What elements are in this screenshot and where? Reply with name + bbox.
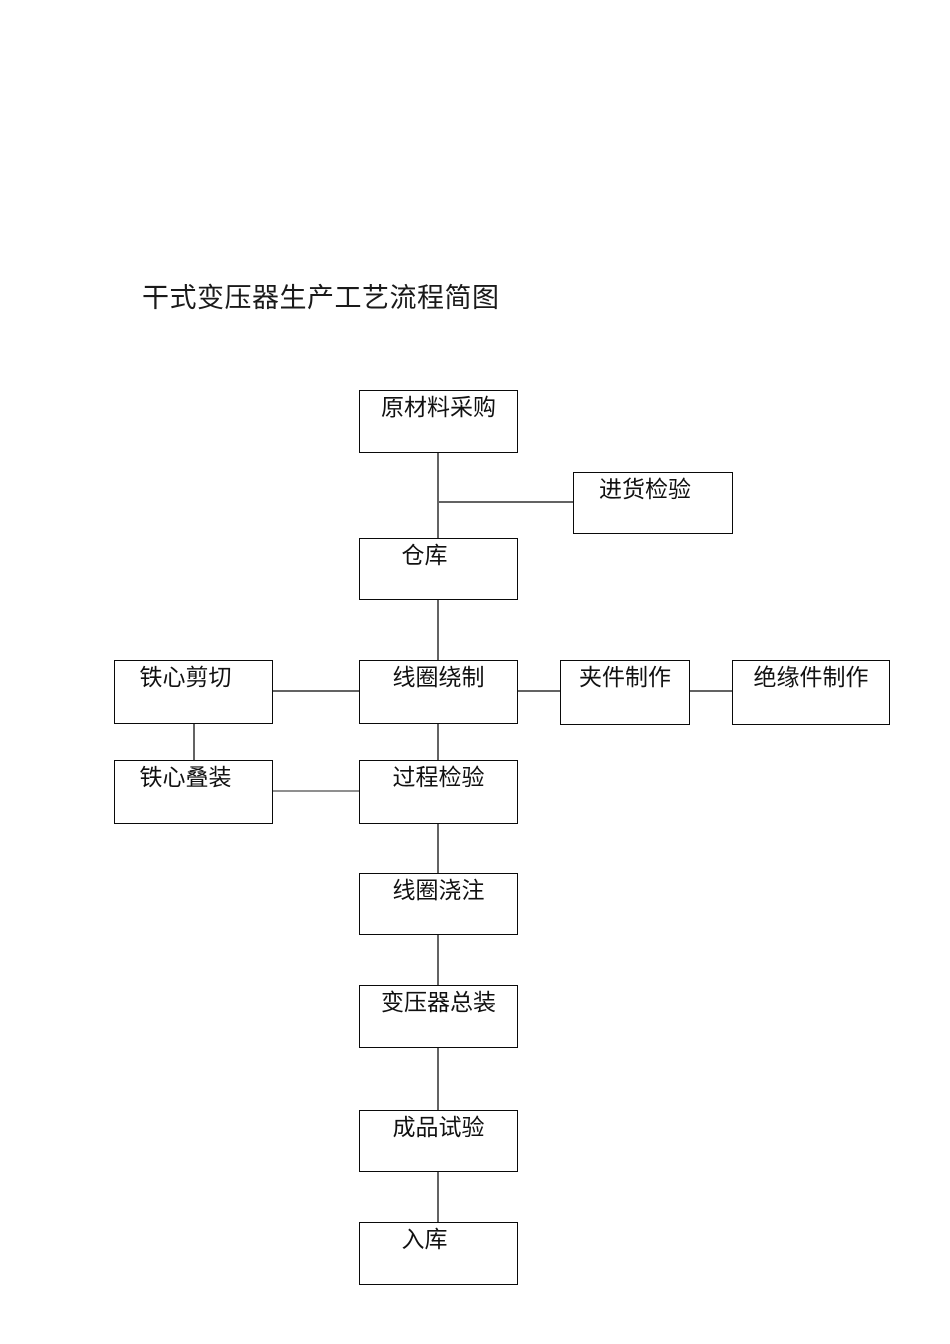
page-title: 干式变压器生产工艺流程简图 (142, 283, 500, 313)
node-label: 铁心叠装 (139, 764, 232, 790)
connector-coil-casting-to-assembly (437, 934, 439, 987)
connector-core-stacking-to-process-inspection (272, 790, 361, 792)
node-label: 铁心剪切 (139, 664, 232, 690)
connector-core-shearing-to-core-stacking (193, 723, 195, 762)
node-label: 线圈绕制 (392, 664, 485, 690)
connector-trunk-to-incoming-inspection (437, 501, 575, 503)
connector-coil-winding-to-clamp (517, 690, 562, 692)
node-label: 原材料采购 (381, 394, 496, 420)
node-label: 线圈浇注 (392, 877, 485, 903)
node-clamp-fabrication[interactable]: 夹件制作 (560, 660, 690, 725)
node-coil-casting[interactable]: 线圈浇注 (359, 873, 518, 935)
node-label: 成品试验 (392, 1114, 485, 1140)
connector-assembly-to-finished-test (437, 1047, 439, 1112)
connector-finished-test-to-storage (437, 1171, 439, 1224)
node-label: 入库 (401, 1226, 448, 1252)
node-core-stacking[interactable]: 铁心叠装 (114, 760, 273, 824)
node-raw-material-purchase[interactable]: 原材料采购 (359, 390, 518, 453)
connector-process-inspection-to-coil-casting (437, 823, 439, 875)
node-coil-winding[interactable]: 线圈绕制 (359, 660, 518, 724)
node-storage-in[interactable]: 入库 (359, 1222, 518, 1285)
node-incoming-inspection[interactable]: 进货检验 (573, 472, 733, 534)
node-label: 仓库 (401, 542, 448, 568)
node-transformer-assembly[interactable]: 变压器总装 (359, 985, 518, 1048)
connector-warehouse-to-coil-winding (437, 599, 439, 662)
node-label: 过程检验 (392, 764, 485, 790)
connector-clamp-to-insulation (689, 690, 734, 692)
node-label: 夹件制作 (579, 664, 671, 690)
node-label: 进货检验 (599, 476, 691, 502)
node-finished-product-test[interactable]: 成品试验 (359, 1110, 518, 1172)
node-warehouse[interactable]: 仓库 (359, 538, 518, 600)
connector-core-shearing-to-coil-winding (272, 690, 361, 692)
node-insulation-fabrication[interactable]: 绝缘件制作 (732, 660, 890, 725)
connector-raw-material-to-warehouse (437, 452, 439, 540)
node-core-shearing[interactable]: 铁心剪切 (114, 660, 273, 724)
node-process-inspection[interactable]: 过程检验 (359, 760, 518, 824)
node-label: 绝缘件制作 (753, 664, 869, 690)
connector-coil-winding-to-process-inspection (437, 723, 439, 762)
node-label: 变压器总装 (381, 989, 496, 1015)
